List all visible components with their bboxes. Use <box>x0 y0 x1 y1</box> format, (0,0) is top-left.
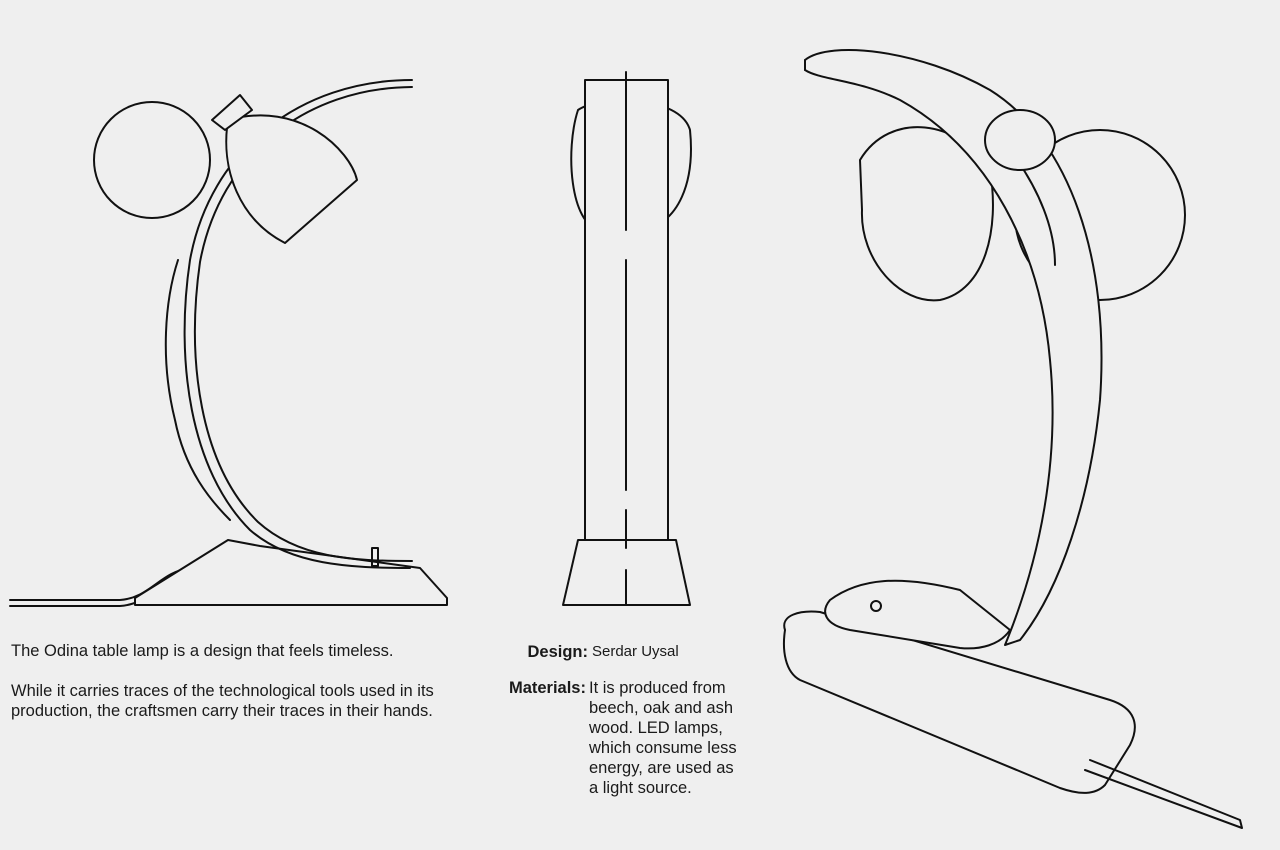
perspective-arm <box>804 49 1103 646</box>
lamp-perspective-view <box>782 49 1243 829</box>
cord-loop <box>93 101 211 219</box>
design-value: Serdar Uysal <box>592 643 679 660</box>
description-paragraph: While it carries traces of the technolog… <box>11 682 434 720</box>
materials-value: It is produced from beech, oak and ash w… <box>589 679 737 797</box>
cord-clip <box>984 109 1056 171</box>
switch-icon <box>371 547 379 567</box>
perspective-cord <box>1084 759 1243 829</box>
materials-label: Materials: <box>508 679 586 697</box>
lamp-base <box>134 539 448 606</box>
design-label: Design: <box>527 643 588 661</box>
switch-icon <box>870 600 882 612</box>
lamp-front-view <box>562 71 692 606</box>
perspective-base <box>782 610 1136 794</box>
lamp-side-view <box>9 79 448 607</box>
lamp-shade <box>225 114 358 244</box>
perspective-shade <box>859 126 994 302</box>
description-paragraph: The Odina table lamp is a design that fe… <box>11 642 394 660</box>
cord-clip <box>211 94 253 131</box>
cord-run <box>164 259 231 521</box>
lamp-description: The Odina table lamp is a design that fe… <box>11 641 461 741</box>
